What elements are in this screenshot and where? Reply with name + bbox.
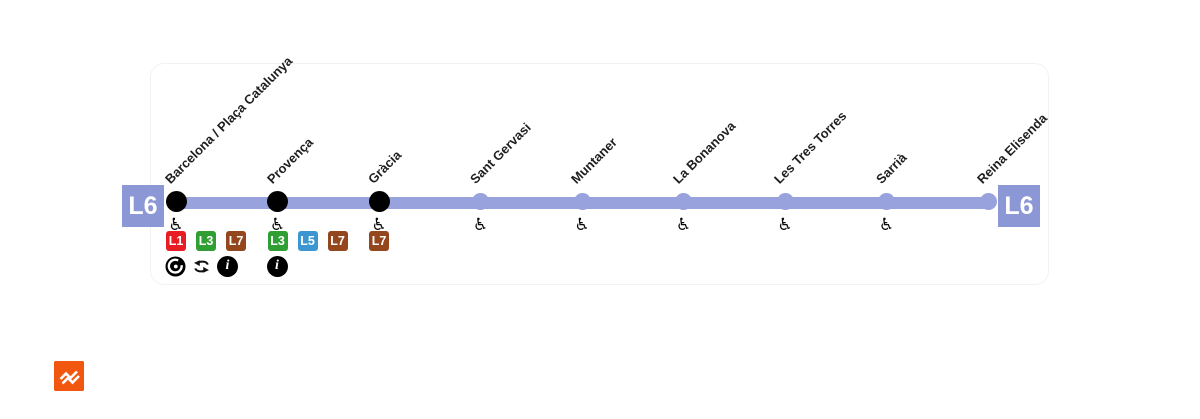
- wheelchair-icon: ♿: [574, 215, 590, 235]
- station-services-row: i: [266, 256, 288, 277]
- info-icon: i: [217, 256, 238, 277]
- station-dot[interactable]: [472, 193, 489, 210]
- transfer-line-badge-l3[interactable]: L3: [267, 231, 288, 251]
- transfer-badges-row: L7: [369, 231, 389, 251]
- wheelchair-icon: ♿: [472, 215, 489, 235]
- wheelchair-icon: ♿: [675, 215, 692, 235]
- rodalies-icon: [165, 256, 186, 277]
- fgc-logo-icon: [54, 361, 84, 391]
- transfer-badges-row: L3 L5 L7: [267, 231, 348, 251]
- wheelchair-icon: ♿: [878, 215, 895, 235]
- station-dot[interactable]: [165, 190, 187, 212]
- line-terminal-badge-left: L6: [122, 185, 164, 227]
- transfer-line-badge-l7[interactable]: L7: [369, 231, 389, 251]
- transfer-line-badge-l7[interactable]: L7: [226, 231, 246, 251]
- station-dot[interactable]: [368, 190, 390, 212]
- wheelchair-icon: ♿: [168, 215, 184, 235]
- info-icon: i: [266, 256, 288, 277]
- station-services-row: i: [165, 256, 238, 277]
- transfer-line-badge-l3[interactable]: L3: [196, 231, 216, 251]
- transfer-line-badge-l7[interactable]: L7: [327, 231, 348, 251]
- line-terminal-badge-right: L6: [998, 185, 1040, 227]
- station-dot[interactable]: [573, 193, 591, 210]
- station-dot[interactable]: [267, 190, 288, 212]
- transfer-icon: [194, 260, 209, 273]
- station-dot[interactable]: [776, 193, 794, 210]
- wheelchair-icon: ♿: [269, 215, 286, 235]
- wheelchair-icon: ♿: [371, 215, 387, 235]
- wheelchair-icon: ♿: [777, 215, 793, 235]
- station-dot[interactable]: [878, 193, 895, 210]
- transfer-line-badge-l5[interactable]: L5: [297, 231, 318, 251]
- transfer-line-badge-l1[interactable]: L1: [166, 231, 186, 251]
- diagram-panel: [150, 63, 1049, 285]
- station-dot[interactable]: [979, 193, 997, 210]
- station-dot[interactable]: [675, 193, 692, 210]
- transfer-badges-row: L1 L3 L7: [166, 231, 246, 251]
- fgc-logo[interactable]: [54, 361, 84, 391]
